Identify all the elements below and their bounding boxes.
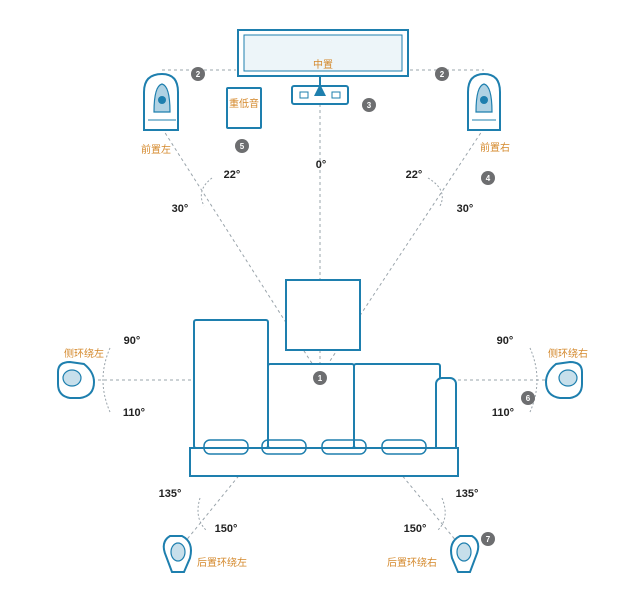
badge-front-right-angle: 4: [481, 171, 495, 185]
center-speaker-icon: [314, 84, 326, 96]
badges: 1 2 2 3 4 5 6 7: [191, 67, 535, 546]
badge-subwoofer: 5: [235, 139, 249, 153]
tv: [237, 29, 409, 86]
angle-side-left-top: 90°: [124, 335, 141, 347]
angle-front-center: 0°: [316, 159, 327, 171]
rear-left-speaker-body: [162, 535, 192, 573]
cushion-4: [381, 439, 427, 455]
rear-left-speaker: [162, 535, 192, 573]
arc-side-left: [102, 347, 111, 413]
angle-side-right-top: 90°: [497, 335, 514, 347]
badge-front-left-distance: 2: [191, 67, 205, 81]
label-subwoofer: 重低音: [229, 97, 259, 110]
label-center: 中置: [313, 58, 333, 71]
angle-rear-right-bottom: 150°: [404, 523, 427, 535]
angle-side-right-bottom: 110°: [492, 407, 514, 419]
tv-frame: [237, 29, 409, 77]
sofa-base: [189, 447, 459, 477]
front-left-line: [161, 127, 321, 377]
tv-screen: [243, 34, 403, 72]
svg-text:4: 4: [486, 174, 491, 183]
angle-rear-left-bottom: 150°: [215, 523, 238, 535]
badge-side-right: 6: [521, 391, 535, 405]
center-speaker: [291, 84, 349, 105]
arc-front-right: [427, 177, 443, 207]
svg-text:3: 3: [367, 101, 372, 110]
arc-front-left: [200, 177, 213, 207]
angle-rear-right-top: 135°: [456, 488, 479, 500]
angle-arcs: [102, 177, 538, 531]
sofa: [189, 319, 459, 477]
badge-rear-right: 7: [481, 532, 495, 546]
arc-side-right: [529, 347, 538, 413]
sofa-seat-right: [353, 363, 441, 449]
angle-front-left-inner: 22°: [224, 169, 241, 181]
cushion-1: [203, 439, 249, 455]
arc-rear-right: [437, 497, 446, 531]
label-front-left: 前置左: [141, 143, 171, 156]
svg-text:2: 2: [196, 70, 201, 79]
front-right-speaker: [467, 72, 501, 131]
cushion-2: [261, 439, 307, 455]
subwoofer: [226, 87, 262, 129]
svg-text:7: 7: [486, 535, 491, 544]
rear-right-speaker-body: [450, 535, 480, 573]
svg-text:5: 5: [240, 142, 245, 151]
cushion-3: [321, 439, 367, 455]
rear-right-speaker: [450, 535, 480, 573]
angle-front-left-outer: 30°: [172, 203, 189, 215]
arc-rear-left: [197, 497, 207, 531]
svg-text:1: 1: [318, 374, 323, 383]
rear-right-line: [319, 375, 463, 549]
sofa-seat-middle: [267, 363, 355, 449]
front-left-speaker: [143, 72, 179, 131]
label-side-left: 侧环绕左: [64, 347, 104, 360]
label-rear-left: 后置环绕左: [197, 556, 247, 569]
angle-side-left-bottom: 110°: [123, 407, 145, 419]
angle-rear-left-top: 135°: [159, 488, 182, 500]
label-rear-right: 后置环绕右: [387, 556, 437, 569]
angle-front-right-inner: 22°: [406, 169, 423, 181]
badge-listening-position: 1: [313, 371, 327, 385]
side-right-speaker: [544, 360, 583, 399]
svg-text:2: 2: [440, 70, 445, 79]
subwoofer-box: [226, 87, 262, 129]
angle-front-right-outer: 30°: [457, 203, 474, 215]
badge-center: 3: [362, 98, 376, 112]
label-front-right: 前置右: [480, 141, 510, 154]
svg-text:6: 6: [526, 394, 531, 403]
sofa-back-left: [193, 319, 269, 449]
coffee-table: [285, 279, 361, 351]
badge-front-right-distance: 2: [435, 67, 449, 81]
side-left-speaker: [57, 360, 96, 399]
label-side-right: 侧环绕右: [548, 347, 588, 360]
